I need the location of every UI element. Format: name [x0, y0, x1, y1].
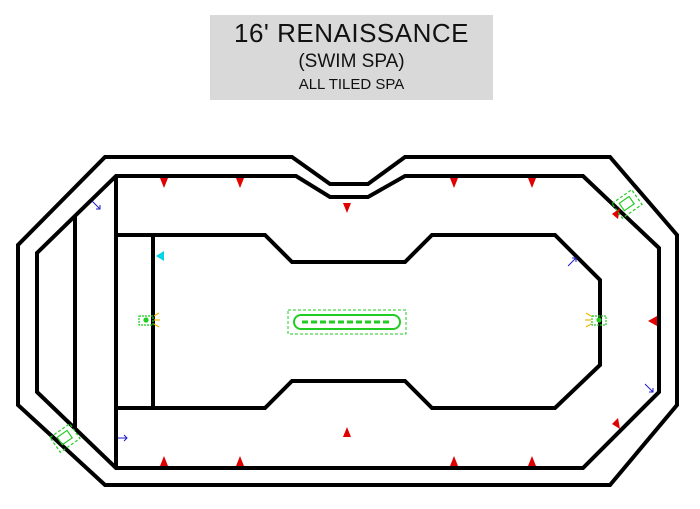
light-icon	[585, 312, 607, 328]
jet-icon	[450, 456, 458, 466]
spa-finish-note: ALL TILED SPA	[298, 76, 405, 93]
drain-icon	[287, 309, 407, 335]
suction-icon	[156, 251, 164, 261]
spa-outline	[16, 155, 679, 487]
jet-icon	[528, 456, 536, 466]
jet-icon	[612, 208, 620, 219]
title-block: 16' RENAISSANCE (SWIM SPA) ALL TILED SPA	[210, 15, 493, 100]
jet-icon	[612, 418, 620, 429]
return-icon	[644, 383, 654, 393]
jets-group	[160, 178, 657, 466]
jet-icon	[236, 456, 244, 466]
jet-icon	[160, 178, 168, 188]
spa-model-title: 16' RENAISSANCE	[234, 18, 469, 48]
light-icon	[138, 312, 160, 328]
light-icon	[611, 188, 643, 220]
jet-icon	[648, 316, 657, 326]
lights-group	[49, 188, 643, 454]
jet-icon	[528, 178, 536, 188]
returns-group	[91, 200, 654, 442]
light-icon	[49, 422, 81, 454]
jet-icon	[160, 456, 168, 466]
outer-wall	[16, 155, 679, 487]
jet-icon	[236, 178, 244, 188]
inner-wall	[35, 174, 661, 470]
spa-type-subtitle: (SWIM SPA)	[298, 51, 405, 72]
jet-icon	[343, 427, 351, 437]
jet-icon	[343, 203, 351, 213]
return-icon	[567, 257, 577, 267]
return-icon	[91, 200, 101, 210]
return-icon	[118, 434, 128, 442]
swim-lane-floor	[114, 233, 602, 410]
jet-icon	[450, 178, 458, 188]
